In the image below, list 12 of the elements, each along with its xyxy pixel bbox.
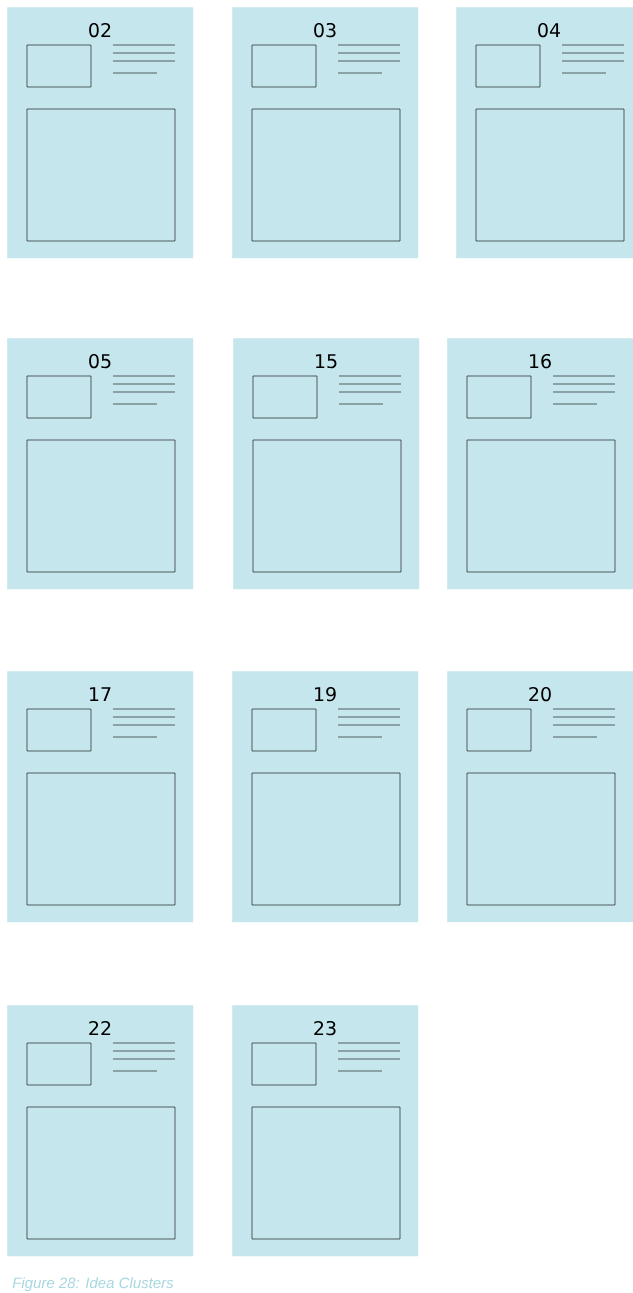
page-thumbnail: 16 (447, 338, 633, 590)
page-thumbnail: 15 (233, 338, 420, 590)
page-thumbnail: 22 (7, 1005, 194, 1257)
page-thumbnail: 20 (447, 671, 633, 923)
page-thumbnail: 19 (232, 671, 419, 923)
page-thumbnail: 17 (7, 671, 194, 923)
page-thumbnail: 05 (7, 338, 194, 590)
page-thumbnail: 03 (232, 7, 419, 259)
page-thumbnail: 23 (232, 1005, 419, 1257)
figure-caption: Figure 28: Idea Clusters (12, 1277, 174, 1292)
page-thumbnail: 04 (456, 7, 633, 259)
page-thumbnail: 02 (7, 7, 194, 259)
